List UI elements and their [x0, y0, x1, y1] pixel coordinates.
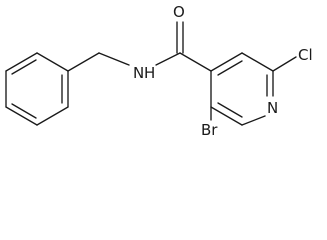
- bond-ring-to-ch2: [67, 52, 100, 72]
- bond-carbonyl-to-ring: [179, 52, 212, 72]
- bond: [241, 52, 274, 72]
- amide-nitrogen-label: N: [133, 64, 144, 82]
- pyridine-ring: [210, 52, 274, 126]
- double-bond-inner: [217, 102, 243, 118]
- chemical-structure-diagram: O N H N Cl Br: [5, 3, 313, 137]
- double-bond-inner: [11, 59, 37, 75]
- bond: [241, 115, 266, 126]
- bond: [36, 52, 69, 72]
- benzene-ring: [5, 52, 69, 126]
- ring-nitrogen-label: N: [267, 99, 278, 117]
- bond: [5, 106, 38, 126]
- bond-ch2-to-nh: [98, 52, 130, 66]
- bond: [5, 52, 38, 72]
- bond: [36, 106, 69, 126]
- double-bond-inner: [217, 60, 243, 76]
- amide-hydrogen-label: H: [144, 64, 155, 82]
- oxygen-label: O: [173, 3, 185, 21]
- bond-ring-to-chlorine: [272, 56, 297, 72]
- double-bond-inner: [11, 103, 37, 119]
- bond: [210, 106, 243, 126]
- bromine-label: Br: [201, 121, 218, 137]
- chlorine-label: Cl: [298, 46, 313, 64]
- bond: [210, 52, 243, 72]
- bond-nh-to-carbonyl: [155, 52, 181, 66]
